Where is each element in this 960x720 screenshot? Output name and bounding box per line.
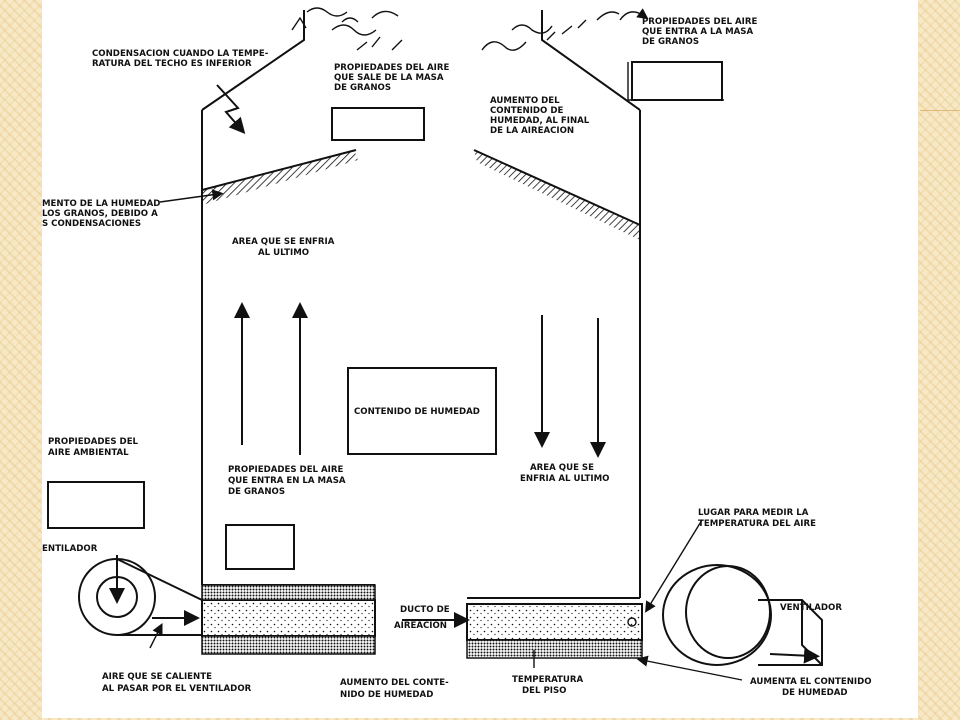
grain-moisture-pointer	[159, 189, 224, 203]
area-cooled-last-bottom-label: AREA QUE SE ENFRIA AL ULTIMO	[520, 463, 609, 484]
aeration-duct-label: DUCTO DE AIREACION	[394, 605, 453, 631]
moisture-right-pointer	[636, 655, 743, 681]
air-temp-pointer	[645, 519, 703, 613]
moisture-increase-end-label: AUMENTO DEL CONTENIDO DE HUMEDAD, AL FIN…	[490, 96, 592, 136]
top-vent-right	[481, 8, 649, 51]
fan-right-label: VENTILADOR	[780, 603, 842, 613]
diagram-canvas: CONDENSACION CUANDO LA TEMPE- RATURA DEL…	[42, 0, 918, 718]
airflow-arrows-up	[234, 302, 308, 455]
moisture-content-box	[347, 367, 497, 455]
airflow-arrows-down	[534, 315, 606, 458]
fan-right	[627, 564, 823, 666]
area-cooled-last-top-label: AREA QUE SE ENFRIA AL ULTIMO	[232, 237, 337, 258]
air-temp-location-label: LUGAR PARA MEDIR LA TEMPERATURA DEL AIRE	[698, 508, 816, 529]
ambient-air-label: PROPIEDADES DEL AIRE AMBIENTAL	[48, 437, 141, 458]
roof-condensation-label: CONDENSACION CUANDO LA TEMPE- RATURA DEL…	[92, 49, 271, 69]
decorative-line	[920, 110, 960, 111]
air-heats-fan-label: AIRE QUE SE CALIENTE AL PASAR POR EL VEN…	[102, 672, 252, 694]
air-leaving-label: PROPIEDADES DEL AIRE QUE SALE DE LA MASA…	[334, 63, 452, 93]
air-leaving-box	[331, 107, 425, 141]
floor-temp-label: TEMPERATURA DEL PISO	[512, 675, 586, 696]
fan-left	[78, 555, 203, 636]
top-vent-left	[291, 7, 403, 51]
moisture-increase-right-label: AUMENTA EL CONTENIDO DE HUMEDAD	[750, 677, 875, 698]
moisture-content-label: CONTENIDO DE HUMEDAD	[354, 407, 480, 417]
condensation-arrow	[216, 84, 246, 135]
grain-surface-right	[473, 149, 641, 240]
ambient-air-box	[47, 481, 145, 529]
air-entering-mass-label: PROPIEDADES DEL AIRE QUE ENTRA EN LA MAS…	[228, 465, 349, 497]
air-entering-top-label: PROPIEDADES DEL AIRE QUE ENTRA A LA MASA…	[642, 17, 760, 47]
aeration-duct	[149, 584, 643, 659]
air-entering-mass-box	[225, 524, 295, 570]
air-entering-top-box	[631, 61, 723, 101]
silo-outline	[201, 10, 641, 599]
fan-left-label: ENTILADOR	[42, 544, 98, 554]
grain-surface-left	[201, 149, 358, 205]
grain-aeration-diagram: CONDENSACION CUANDO LA TEMPE- RATURA DEL…	[42, 7, 875, 700]
grain-moisture-increase-label: MENTO DE LA HUMEDAD LOS GRANOS, DEBIDO A…	[42, 199, 163, 229]
moisture-increase-bottom-label: AUMENTO DEL CONTE- NIDO DE HUMEDAD	[340, 678, 452, 700]
